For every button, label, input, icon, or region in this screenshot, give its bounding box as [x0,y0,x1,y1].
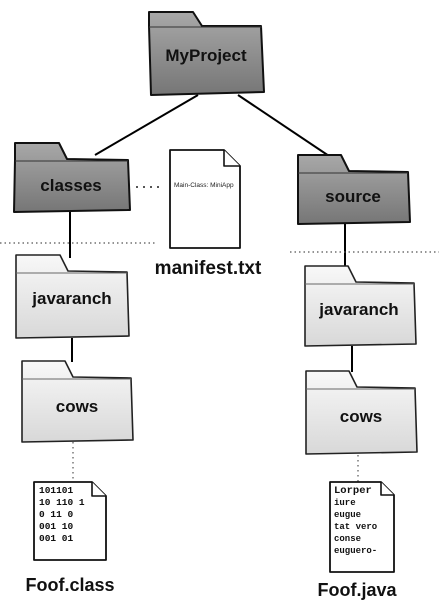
foof-java-line: Lorper [334,485,372,497]
foof-class-line: 101101 [39,485,74,496]
foof-class-line: 001 01 [39,533,74,544]
folder-label-cows-left: cows [55,397,99,416]
folder-icon-source [297,154,411,225]
connectors [69,94,353,372]
foof-java-filename: Foof.java [317,580,397,600]
manifest-filename: manifest.txt [154,258,262,279]
connector-root-classes [94,94,199,156]
dotted-lines [0,186,439,482]
foof-java-line: euguero- [334,546,378,556]
folder-label-cows-right: cows [339,407,383,426]
folder-label-classes: classes [40,176,102,195]
foof-java-line: iure [334,498,356,508]
foof-class-line: 001 10 [39,521,74,532]
foof-class-line: 10 110 1 [39,497,85,508]
folder-icon-classes [13,142,131,213]
connector-root-source [237,94,339,163]
foof-java-line: conse [334,534,362,544]
folder-icon-myproject [148,11,265,96]
foof-java-line: eugue [334,510,362,520]
folder-icon-javaranch-left [15,254,130,339]
folder-label-javaranch-right: javaranch [319,300,399,319]
foof-java-line: tat vero [334,522,378,532]
folder-label-javaranch-left: javaranch [32,289,112,308]
foof-class-filename: Foof.class [25,575,115,595]
folder-label-source: source [325,187,381,206]
folder-icon-javaranch-right [304,265,417,347]
foof-class-line: 0 11 0 [39,509,74,520]
foof-java-document-icon [329,481,395,573]
foof-class-document-icon [33,481,107,561]
manifest-content: Main-Class: MiniApp [174,182,234,189]
folder-icon-cows-left [21,360,134,443]
manifest-document-icon [169,149,241,249]
folder-label-myproject: MyProject [165,46,247,65]
folder-icon-cows-right [305,370,418,455]
